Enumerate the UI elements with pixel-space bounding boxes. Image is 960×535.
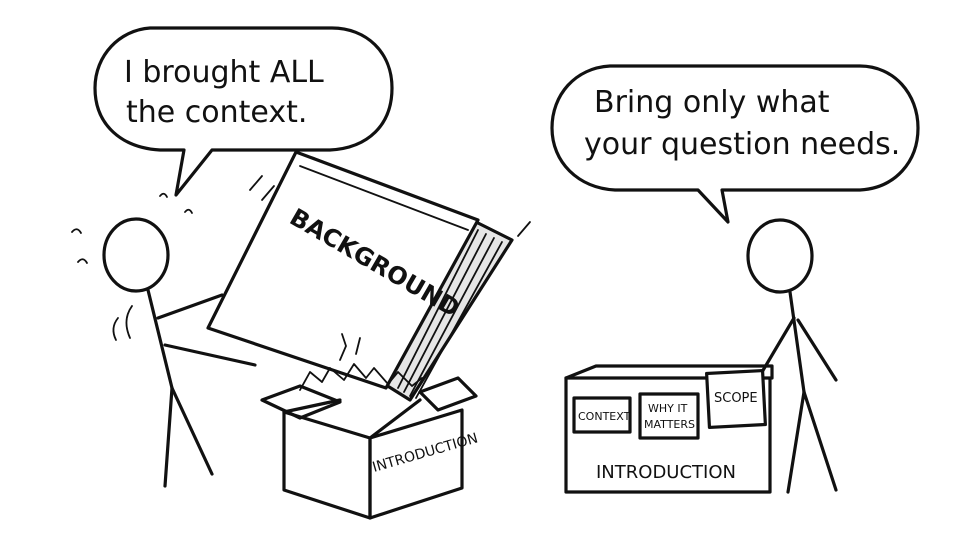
right-speech-line-2: your question needs. [584,127,900,162]
left-figure-head [102,217,170,293]
box-side [282,410,372,520]
motion-line-icon [125,305,133,339]
card-why-label-1: WHY IT [648,402,688,415]
left-speech-line-1: I brought ALL [124,55,324,90]
left-figure-arm-lower [163,343,257,367]
background-book: BACKGROUND [206,150,531,402]
right-figure-body [788,290,806,394]
card-why-it-matters: WHY IT MATTERS [638,392,700,440]
right-figure-head [746,218,814,294]
left-figure-body [146,288,174,390]
motion-line-icon [249,175,263,191]
sweat-drop-icon [159,192,168,198]
card-context-label: CONTEXT [578,410,631,423]
right-speech-bubble: Bring only what your question needs. [550,64,920,224]
sweat-drop-icon [77,258,88,264]
right-box-label: INTRODUCTION [596,462,736,483]
motion-line-icon [112,317,119,341]
right-figure-leg-left [786,390,806,494]
right-speech-line-1: Bring only what [594,85,830,120]
box-front [368,408,464,520]
left-stick-figure [71,192,257,488]
right-figure-arm-right [796,318,838,382]
left-figure-leg-right [170,386,214,476]
sweat-drop-icon [71,228,82,234]
card-why-label-2: MATTERS [644,418,695,431]
card-scope: SCOPE [705,368,767,430]
right-introduction-box: CONTEXT WHY IT MATTERS SCOPE INTRODUCTIO… [564,364,774,494]
right-box-front [564,376,772,494]
crumpled-paper [299,363,423,391]
left-speech-line-2: the context. [126,95,307,130]
box-flap-right [418,376,478,412]
left-speech-bubble: I brought ALL the context. [93,26,394,197]
right-box-lid [564,364,774,380]
right-figure-arm-left [760,316,796,374]
motion-line-icon [517,221,531,237]
book-cover [206,150,480,390]
right-stick-figure [746,218,838,494]
left-figure-leg-left [163,386,174,488]
sweat-drop-icon [184,208,193,214]
right-figure-leg-right [802,390,838,492]
left-figure-arm-upper [156,293,224,320]
motion-line-icon [261,185,275,201]
card-scope-label: SCOPE [714,391,758,406]
card-context: CONTEXT [572,396,632,434]
